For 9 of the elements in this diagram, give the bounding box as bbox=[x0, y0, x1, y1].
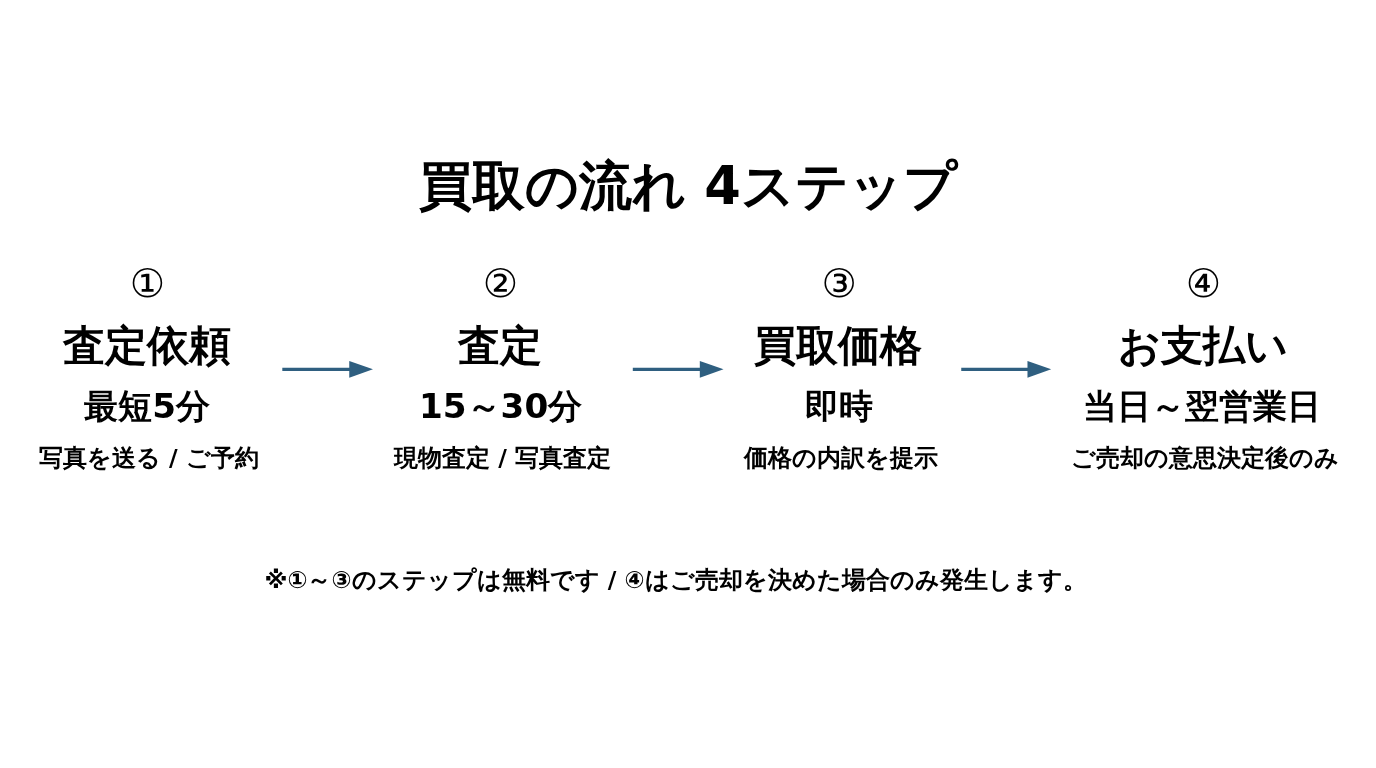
arrow bbox=[282, 360, 373, 378]
caption: ※①～③のステップは無料です / ④はご売却を決めた場合のみ発生します。 bbox=[264, 565, 1087, 594]
node-text: ④ お支払い 当日～翌営業日 ご売却の意思決定後のみ bbox=[1071, 259, 1340, 472]
node-text: ① 査定依頼 最短5分 写真を送る / ご予約 bbox=[38, 259, 259, 472]
diagram-title: 買取の流れ 4ステップ bbox=[419, 154, 957, 216]
node-text: ② 査定 15～30分 現物査定 / 写真査定 bbox=[394, 259, 612, 472]
arrow bbox=[961, 360, 1052, 378]
arrow bbox=[632, 360, 724, 378]
node-text: ③ 買取価格 即時 価格の内訳を提示 bbox=[743, 259, 938, 472]
